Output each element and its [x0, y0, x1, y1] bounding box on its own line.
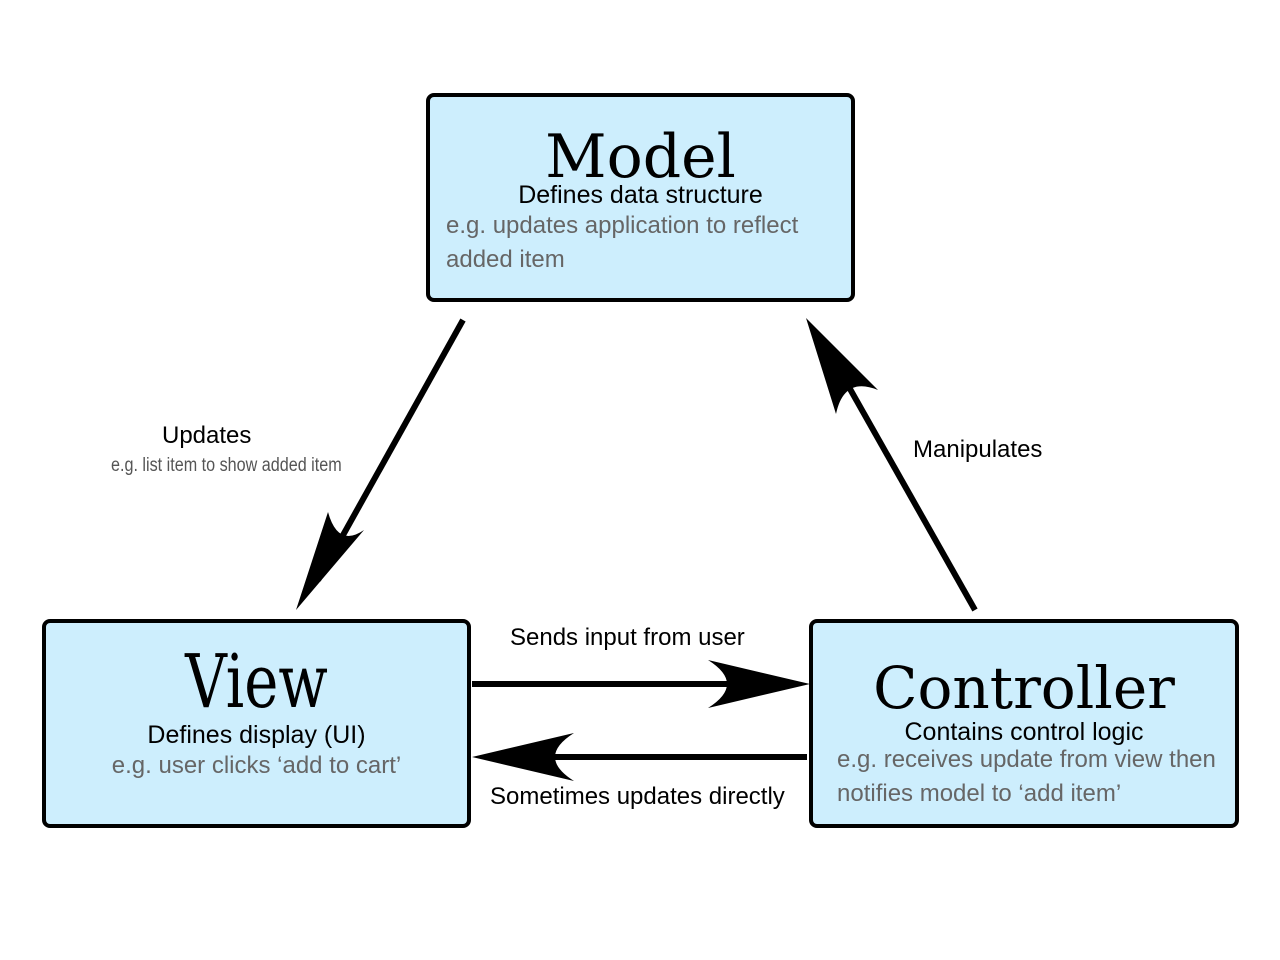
model-title: Model — [545, 122, 736, 192]
view-subtitle: Defines display (UI) — [147, 721, 366, 749]
sometimes-updates-label: Sometimes updates directly — [490, 783, 785, 810]
arrow-model-to-view-head — [296, 512, 364, 610]
controller-example: e.g. receives update from view then noti… — [837, 746, 1216, 807]
arrow-controller-to-model-line — [825, 348, 978, 612]
model-example: e.g. updates application to reflect adde… — [446, 212, 799, 273]
manipulates-label: Manipulates — [913, 436, 1043, 463]
updates-note: e.g. list item to show added item — [111, 455, 342, 476]
controller-title: Controller — [873, 654, 1175, 722]
model-box: Model Defines data structure e.g. update… — [426, 93, 855, 302]
sends-input-label: Sends input from user — [510, 624, 745, 651]
view-example: e.g. user clicks ‘add to cart’ — [111, 752, 402, 779]
arrow-view-to-controller-head — [708, 660, 810, 708]
arrow-controller-to-model-head — [806, 318, 878, 414]
updates-label: Updates — [162, 422, 252, 449]
controller-subtitle: Contains control logic — [904, 718, 1144, 746]
view-title: View — [185, 639, 328, 725]
view-box: View Defines display (UI) e.g. user clic… — [42, 619, 471, 828]
controller-box: Controller Contains control logic e.g. r… — [809, 619, 1239, 828]
model-subtitle: Defines data structure — [518, 181, 763, 209]
arrow-controller-to-view-head — [472, 733, 574, 781]
